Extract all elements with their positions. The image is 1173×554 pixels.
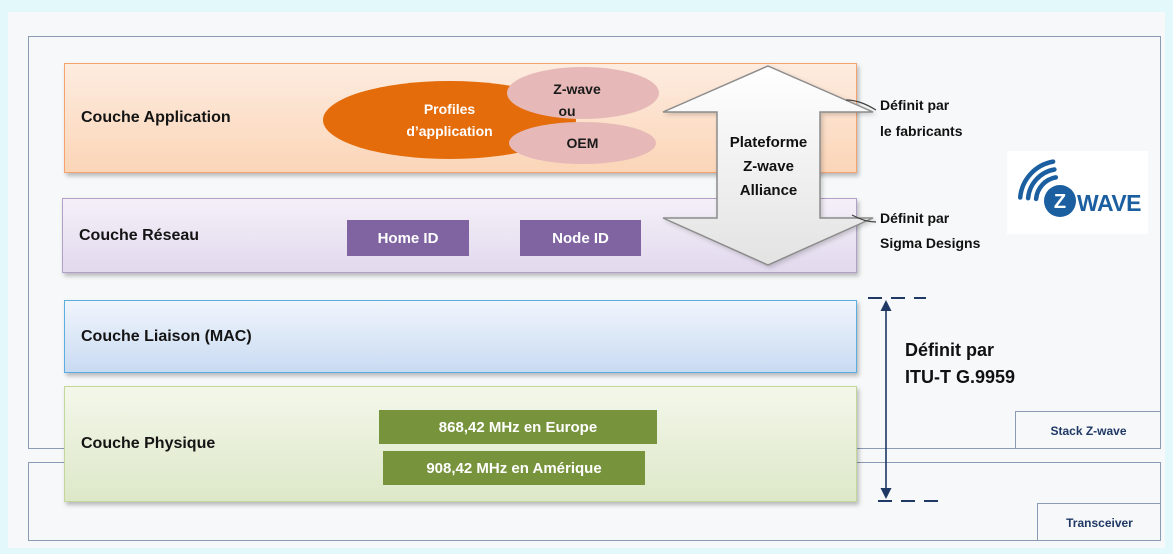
itu-range-label: Définit par ITU-T G.9959 bbox=[905, 337, 1015, 391]
zwave-profile-ellipse: Z-wave ou bbox=[507, 67, 659, 119]
logo-wordmark: WAVE bbox=[1077, 190, 1141, 216]
manufacturer-callout-leader-line bbox=[845, 99, 877, 111]
physical-layer: Couche Physique 868,42 MHz en Europe 908… bbox=[64, 386, 857, 502]
network-layer-label: Couche Réseau bbox=[79, 226, 200, 244]
manufacturer-callout: Définit par le fabricants bbox=[880, 92, 962, 144]
itu-arrow-down-head bbox=[880, 488, 892, 499]
oem-profile-ellipse: OEM bbox=[509, 122, 656, 164]
sigma-callout-line-1: Définit par bbox=[880, 210, 950, 226]
platform-arrow-label: Plateforme Z-wave Alliance bbox=[717, 131, 820, 203]
application-profiles-line-2: d’application bbox=[406, 123, 493, 139]
application-layer-label: Couche Application bbox=[81, 109, 231, 126]
node-id-box: Node ID bbox=[520, 220, 641, 256]
stack-zwave-label: Stack Z-wave bbox=[1015, 411, 1161, 449]
application-profiles-line-1: Profiles bbox=[423, 101, 476, 117]
itu-label-line-2: ITU-T G.9959 bbox=[905, 367, 1016, 387]
frequency-america-box: 908,42 MHz en Amérique bbox=[383, 451, 645, 485]
platform-double-arrow-icon bbox=[662, 65, 874, 266]
manufacturer-callout-line-1: Définit par bbox=[880, 97, 950, 113]
platform-label-line-1: Plateforme bbox=[729, 134, 808, 151]
platform-label-line-3: Alliance bbox=[739, 182, 798, 199]
itu-label-line-1: Définit par bbox=[905, 340, 995, 360]
radio-waves-icon bbox=[1017, 159, 1059, 202]
itu-arrow-up-head bbox=[880, 300, 892, 311]
home-id-box: Home ID bbox=[347, 220, 469, 256]
zwave-profile-label: Z-wave bbox=[553, 81, 601, 97]
transceiver-label: Transceiver bbox=[1037, 503, 1161, 541]
z-wave-logo-graphic: Z WAVE bbox=[1017, 159, 1142, 217]
frequency-europe-box: 868,42 MHz en Europe bbox=[379, 410, 657, 444]
sigma-callout: Définit par Sigma Designs bbox=[880, 206, 980, 256]
itu-double-arrow-icon bbox=[880, 300, 892, 499]
platform-label-line-2: Z-wave bbox=[743, 158, 794, 175]
logo-mark: Z bbox=[1054, 191, 1066, 213]
network-layer: Couche Réseau Home ID Node ID bbox=[62, 198, 857, 273]
sigma-callout-leader-line bbox=[851, 214, 877, 223]
link-layer: Couche Liaison (MAC) bbox=[64, 300, 857, 373]
logo-badge bbox=[1044, 185, 1076, 217]
z-wave-logo: Z WAVE bbox=[1007, 151, 1148, 234]
physical-layer-label: Couche Physique bbox=[81, 435, 216, 452]
or-label: ou bbox=[558, 103, 576, 119]
manufacturer-callout-line-2: le fabricants bbox=[880, 123, 963, 139]
link-layer-label: Couche Liaison (MAC) bbox=[81, 327, 252, 345]
application-profiles-ellipse: Profiles d’application bbox=[323, 81, 576, 159]
sigma-callout-line-2: Sigma Designs bbox=[880, 235, 981, 251]
oem-profile-label: OEM bbox=[566, 135, 599, 151]
